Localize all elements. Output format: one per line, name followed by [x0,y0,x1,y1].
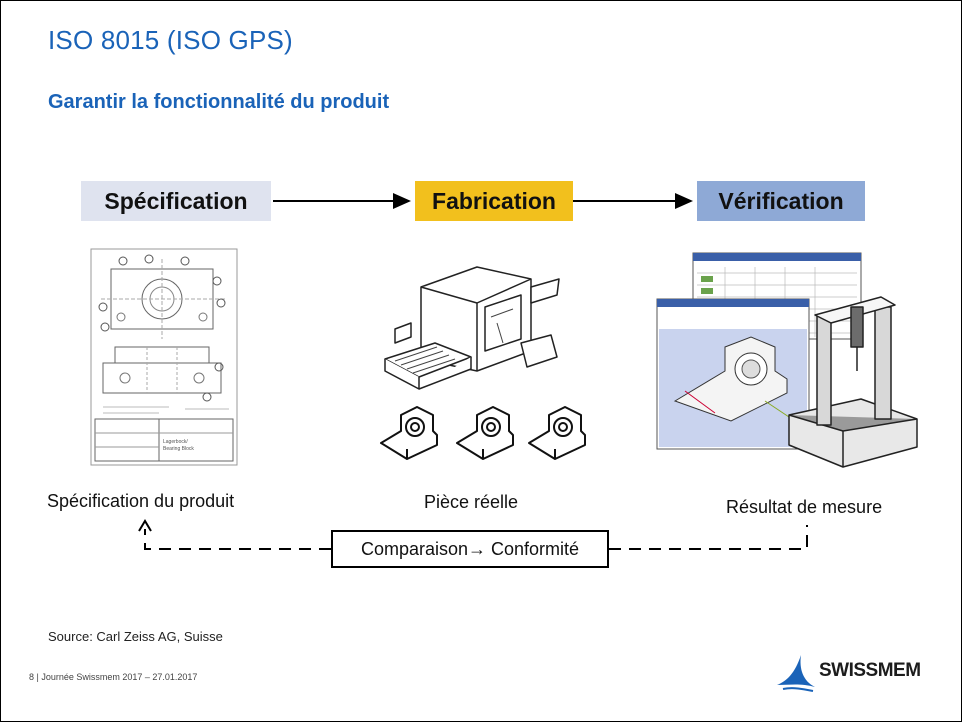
dashed-line-right [609,525,808,550]
caption-real-part: Pièce réelle [424,492,519,512]
technical-drawing-image: Lagerbock/ Bearing Block [90,248,238,466]
machining-center-image [384,266,560,390]
comparison-conformity-box: Comparaison→ Conformité [331,530,609,568]
stage-verification: Vérification [697,181,865,221]
dashed-line-left [144,529,331,550]
caption-measurement-result: Résultat de mesure [726,497,883,517]
swissmem-logo-icon [777,655,815,692]
up-arrow-icon [138,519,152,532]
footer-text: 8 | Journée Swissmem 2017 – 27.01.2017 [29,672,198,682]
swissmem-logo: SWISSMEM [773,651,933,695]
source-note: Source: Carl Zeiss AG, Suisse [48,629,223,644]
svg-text:Bearing Block: Bearing Block [163,446,194,452]
caption-product-specification: Spécification du produit [47,491,235,511]
svg-text:Lagerbock/: Lagerbock/ [163,439,188,445]
real-parts-image [380,406,586,460]
swissmem-logo-text: SWISSMEM [819,660,921,681]
stage-fabrication: Fabrication [415,181,573,221]
slide-title: ISO 8015 (ISO GPS) [48,25,293,55]
measurement-result-image [656,252,918,468]
slide-subtitle: Garantir la fonctionnalité du produit [48,91,390,113]
stage-specification: Spécification [81,181,271,221]
